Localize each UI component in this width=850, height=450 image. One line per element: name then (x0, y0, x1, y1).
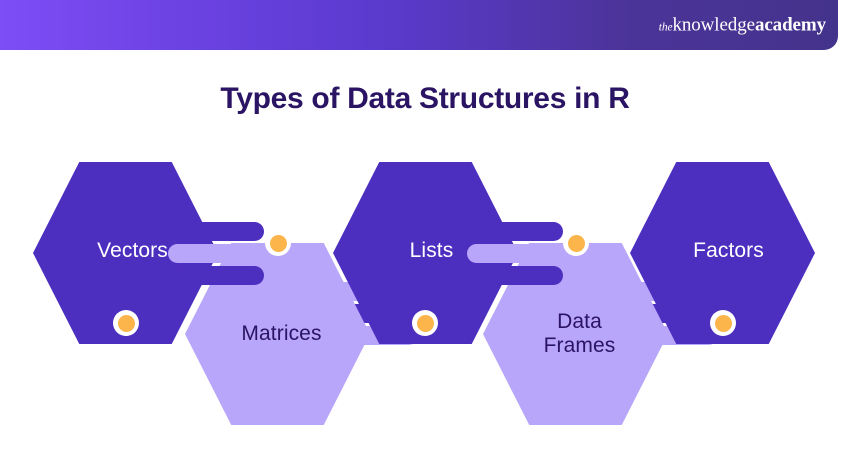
connector-bar-middle (467, 244, 567, 263)
hexagon-diagram: Matrices Data Frames Vectors Lists Facto… (0, 150, 850, 430)
logo-prefix: the (658, 21, 673, 34)
hexagon-label-matrices: Matrices (241, 321, 322, 345)
logo-word-academy: academy (754, 14, 826, 36)
connector-bar-top (176, 222, 264, 241)
connector-vectors-matrices (168, 222, 278, 286)
connector-bar-bottom (176, 266, 264, 285)
connector-lists-dataframes (467, 222, 577, 286)
page-title: Types of Data Structures in R (220, 82, 630, 115)
connector-bar-top (475, 222, 563, 241)
logo-word-knowledge: knowledge (672, 14, 755, 36)
node-dot-factors (710, 310, 736, 336)
node-dot-matrices (265, 230, 291, 256)
header-bar: theknowledgeacademy (0, 0, 838, 50)
connector-bar-bottom (475, 266, 563, 285)
connector-bar-middle (168, 244, 268, 263)
node-dot-data-frames (563, 230, 589, 256)
node-dot-lists (412, 310, 438, 336)
hexagon-label-lists: Lists (409, 238, 454, 262)
brand-logo: theknowledgeacademy (659, 16, 826, 35)
node-dot-vectors (113, 310, 139, 336)
hexagon-label-factors: Factors (693, 238, 764, 262)
hexagon-label-vectors: Vectors (97, 238, 168, 262)
hexagon-label-data-frames: Data Frames (543, 309, 616, 357)
